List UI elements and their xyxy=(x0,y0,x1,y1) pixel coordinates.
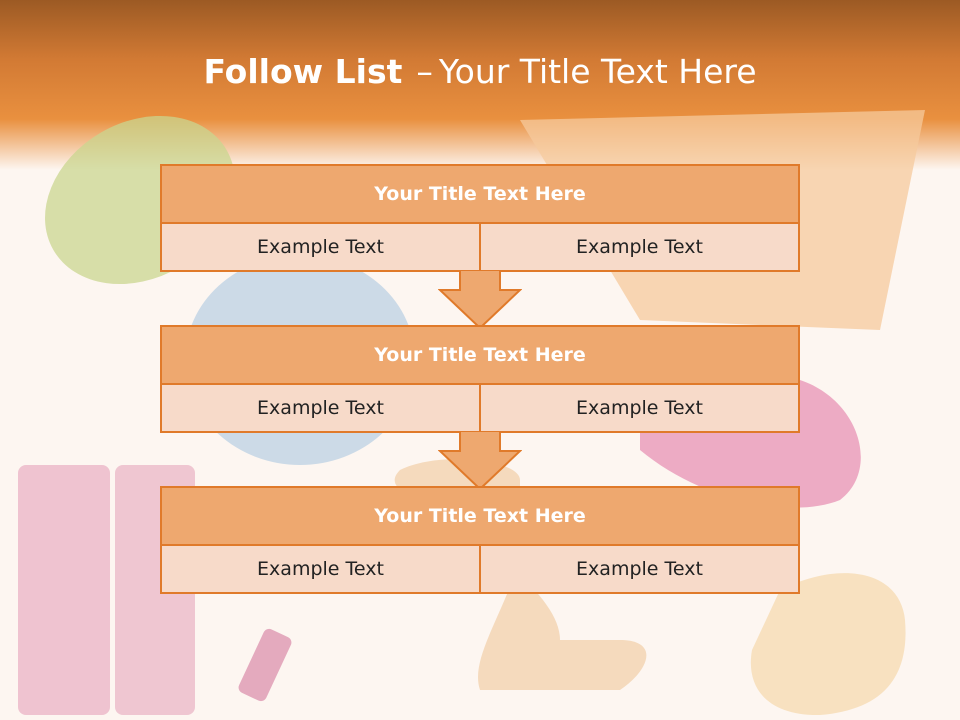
down-arrow-icon xyxy=(438,270,522,330)
block-row: Example Text Example Text xyxy=(162,385,798,431)
block-cell-right: Example Text xyxy=(479,224,798,270)
block-cell-right: Example Text xyxy=(479,385,798,431)
block-title: Your Title Text Here xyxy=(162,327,798,385)
block-row: Example Text Example Text xyxy=(162,224,798,270)
block-cell-left: Example Text xyxy=(257,236,384,258)
title-bold: Follow List xyxy=(203,52,403,91)
list-block-3: Your Title Text Here Example Text Exampl… xyxy=(160,486,800,594)
block-cell-left: Example Text xyxy=(257,397,384,419)
block-title: Your Title Text Here xyxy=(162,166,798,224)
down-arrow-icon xyxy=(438,431,522,491)
title-separator: – xyxy=(416,52,433,91)
list-block-1: Your Title Text Here Example Text Exampl… xyxy=(160,164,800,272)
block-row: Example Text Example Text xyxy=(162,546,798,592)
block-cell-left: Example Text xyxy=(257,558,384,580)
slide-title: Follow List–Your Title Text Here xyxy=(0,52,960,91)
block-title: Your Title Text Here xyxy=(162,488,798,546)
block-cell-right: Example Text xyxy=(479,546,798,592)
list-block-2: Your Title Text Here Example Text Exampl… xyxy=(160,325,800,433)
title-rest: Your Title Text Here xyxy=(438,52,757,91)
